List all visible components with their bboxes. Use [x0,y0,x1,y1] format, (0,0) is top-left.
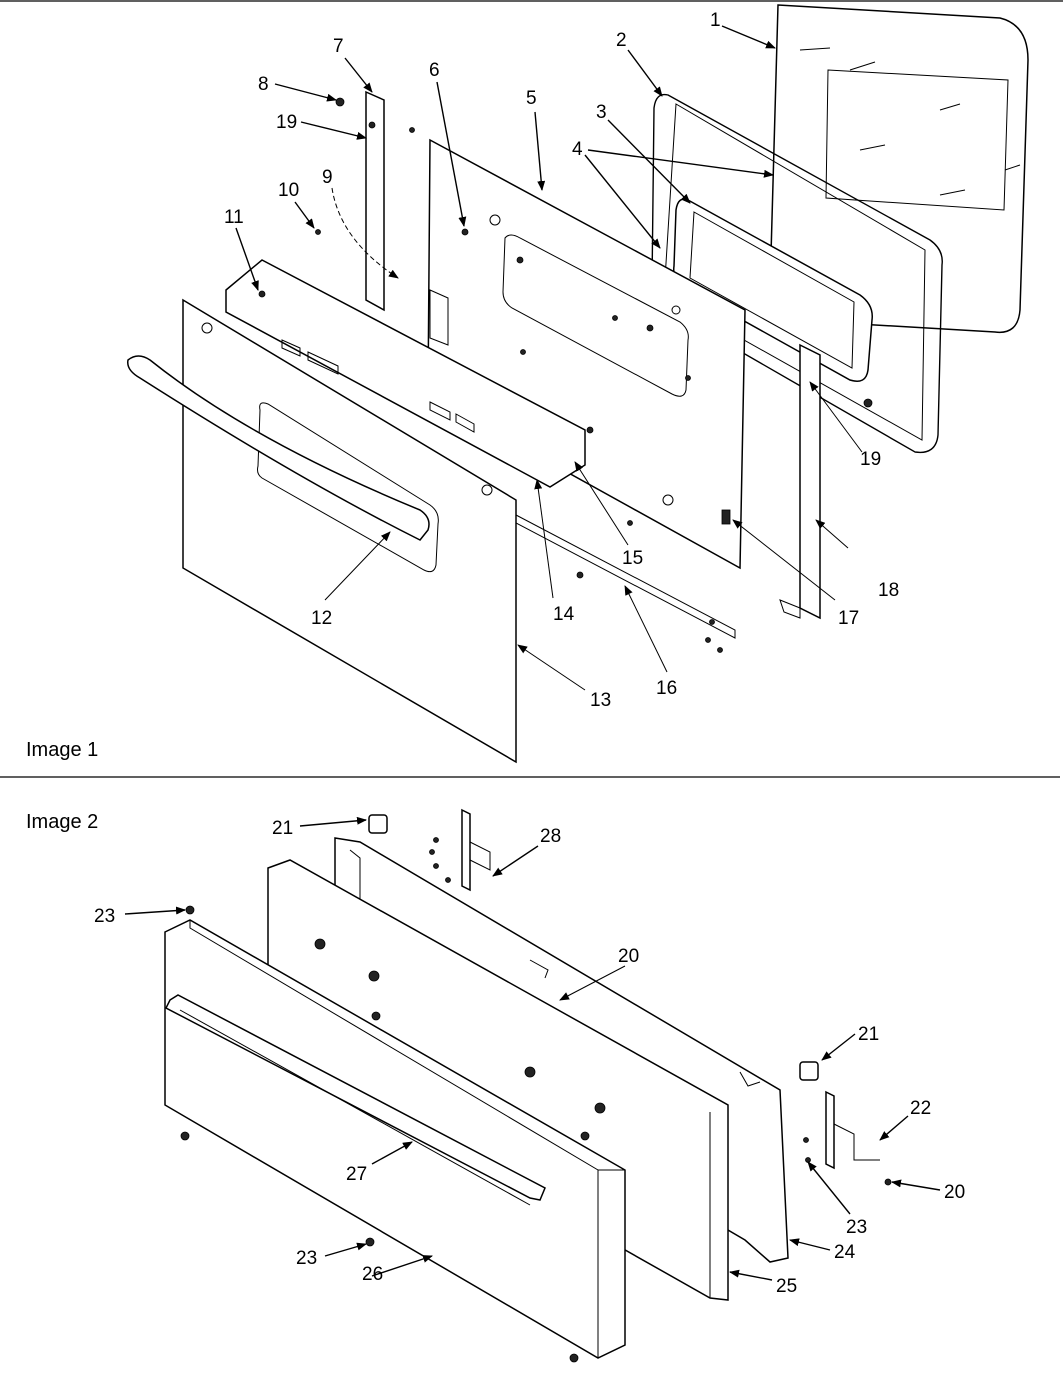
part-hinge-right [825,1090,835,1170]
callout-11: 11 [224,207,244,228]
callout-25: 25 [776,1276,797,1297]
part-drawer-handle [164,994,546,1201]
callout-8: 8 [258,74,269,95]
callout-17: 17 [838,608,859,629]
part-bumper-left [368,814,388,834]
callout-21b: 21 [858,1024,879,1045]
callout-10: 10 [278,180,299,201]
callout-23a: 23 [94,906,115,927]
part-bumper-right [799,1061,819,1081]
callout-9: 9 [322,167,333,188]
callout-19a: 19 [276,112,297,133]
image2-callouts: 21 28 23 20 21 22 20 23 24 25 23 26 27 [94,818,965,1297]
caption-image-1: Image 1 [26,739,98,761]
callout-12: 12 [311,608,332,629]
callout-24: 24 [834,1242,856,1263]
callout-20a: 20 [618,946,639,967]
callout-5: 5 [526,88,537,109]
callout-21a: 21 [272,818,293,839]
part-right-rail [799,343,821,620]
callout-28: 28 [540,826,561,847]
callout-23b: 23 [846,1217,867,1238]
image2-leaders [124,816,941,1281]
part-window-glass [672,198,873,382]
callout-13: 13 [590,690,611,711]
part-door-gasket [651,93,943,454]
callout-19b: 19 [860,449,881,470]
callout-14: 14 [553,604,575,625]
image2-drawing: Image 2 [26,808,965,1363]
image1-callouts: 1 2 3 4 5 6 7 8 19 10 9 11 12 13 14 15 1… [224,10,899,711]
image1-screws [258,97,873,653]
part-door-handle [127,355,430,541]
callout-22: 22 [910,1098,931,1119]
callout-1: 1 [710,10,721,31]
image1-leaders [235,25,863,691]
part-vent-channel [225,259,586,488]
callout-15: 15 [622,548,643,569]
callout-18: 18 [878,580,899,601]
callout-26: 26 [362,1264,383,1285]
callout-23c: 23 [296,1248,317,1269]
callout-16: 16 [656,678,677,699]
callout-6: 6 [429,60,440,81]
image1-drawing: 1 2 3 4 5 6 7 8 19 10 9 11 12 13 14 15 1… [26,4,1029,764]
image2-screws [180,837,892,1363]
callout-2: 2 [616,30,627,51]
callout-20b: 20 [944,1182,965,1203]
callout-3: 3 [596,102,607,123]
part-left-rail [365,90,385,312]
caption-image-2: Image 2 [26,811,98,833]
callout-4: 4 [572,139,583,160]
part-inner-panel [427,138,746,570]
callout-27: 27 [346,1164,367,1185]
callout-7: 7 [333,36,344,57]
part-outer-door [182,298,517,764]
part-hinge-left [461,808,471,892]
